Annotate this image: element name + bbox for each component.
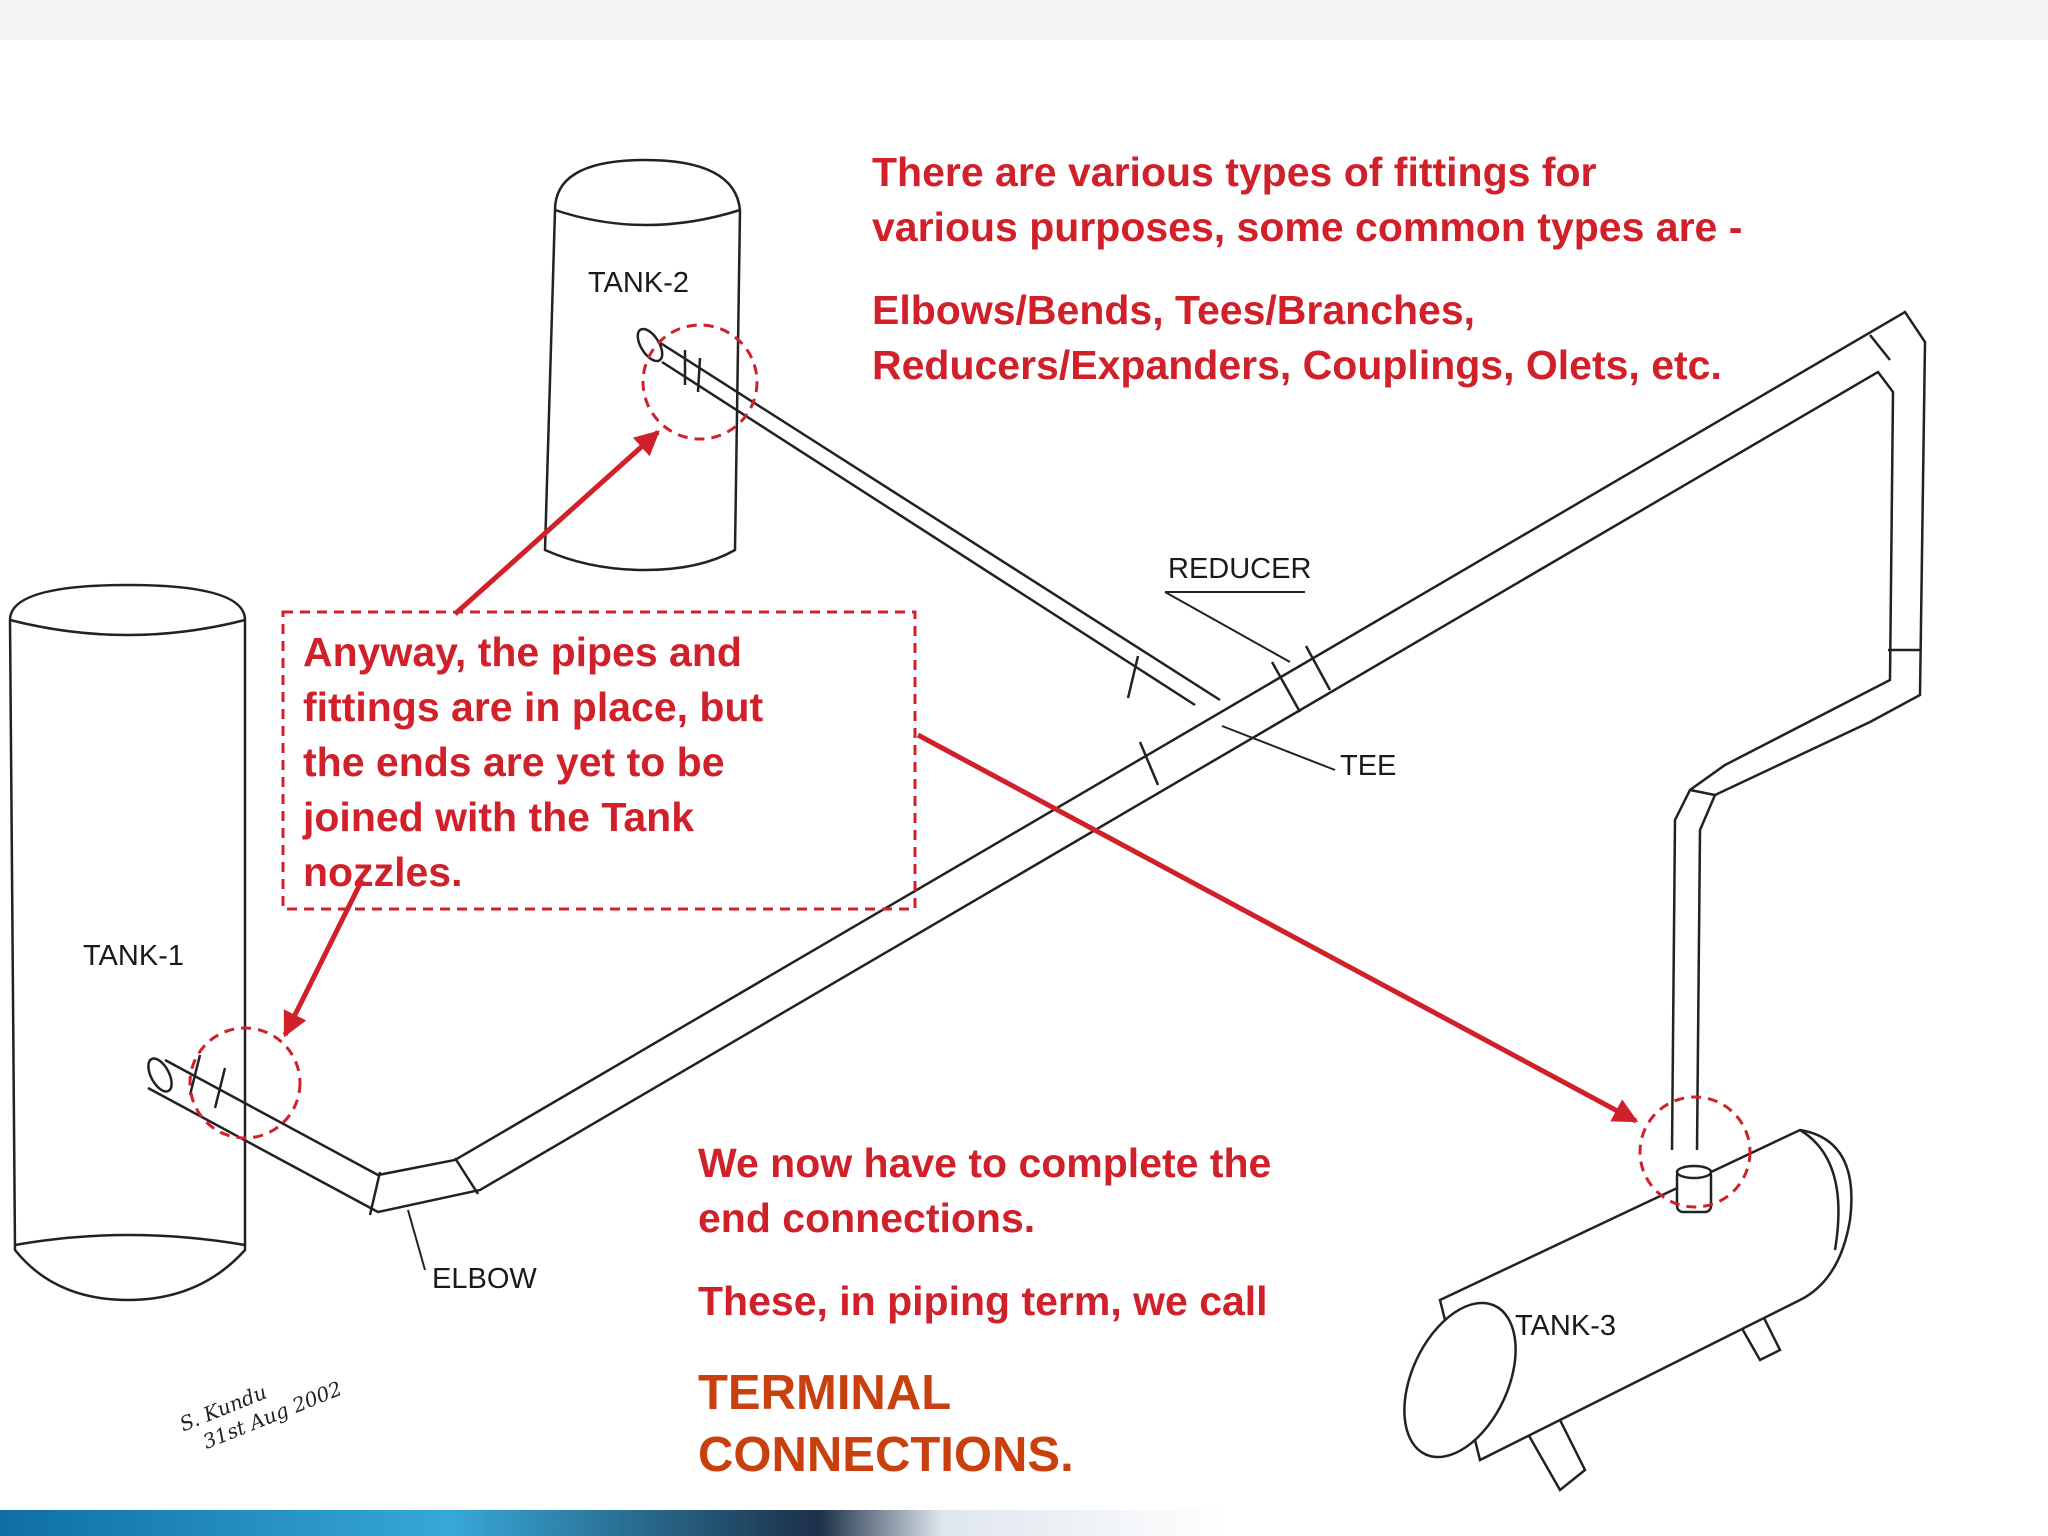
tank-3-label: TANK-3 <box>1515 1310 1616 1342</box>
terminal-connections-heading: TERMINAL CONNECTIONS. <box>698 1362 1218 1486</box>
heading-line-1: TERMINAL <box>698 1366 952 1420</box>
label-leaders <box>407 591 1336 1271</box>
pipe-route-main <box>147 310 1927 1216</box>
highlight-circle-tank3-nozzle <box>1638 1095 1752 1209</box>
tank-1 <box>8 583 247 1302</box>
ending-line-2: end connections. <box>698 1195 1036 1241</box>
elbow-label: ELBOW <box>432 1263 537 1295</box>
tee-label: TEE <box>1340 750 1396 782</box>
ending-line-3: These, in piping term, we call <box>698 1278 1268 1324</box>
tank-3 <box>1403 1128 1853 1492</box>
intro-line-1: There are various types of fittings for <box>872 149 1597 195</box>
arrow-to-tank1 <box>282 878 365 1038</box>
arrow-to-tank2 <box>453 430 660 616</box>
tank-2-label: TANK-2 <box>588 267 689 299</box>
callout-line-4: joined with the Tank <box>303 794 695 840</box>
intro-line-2: various purposes, some common types are … <box>872 204 1743 250</box>
arrow-to-tank3 <box>916 732 1639 1124</box>
callout-line-1: Anyway, the pipes and <box>303 629 742 675</box>
intro-text: There are various types of fittings for … <box>872 145 1892 393</box>
callout-line-2: fittings are in place, but <box>303 684 764 730</box>
ending-line-1: We now have to complete the <box>698 1140 1272 1186</box>
tank-2 <box>543 158 742 572</box>
tank-1-label: TANK-1 <box>83 940 184 972</box>
highlight-circle-tank2-nozzle <box>641 323 759 441</box>
callout-text: Anyway, the pipes and fittings are in pl… <box>303 625 903 900</box>
pipe-branch-tank2 <box>636 327 1221 707</box>
intro-line-3: Elbows/Bends, Tees/Branches, <box>872 287 1476 333</box>
ending-text: We now have to complete the end connecti… <box>698 1136 1418 1329</box>
callout-box <box>281 610 917 911</box>
callout-line-3: the ends are yet to be <box>303 739 725 785</box>
bottom-decor-bar <box>0 1510 2048 1536</box>
callout-line-5: nozzles. <box>303 849 463 895</box>
reducer-label: REDUCER <box>1168 553 1311 585</box>
intro-line-4: Reducers/Expanders, Couplings, Olets, et… <box>872 342 1722 388</box>
heading-line-2: CONNECTIONS. <box>698 1428 1074 1482</box>
highlight-circle-tank1-nozzle <box>188 1026 302 1140</box>
signature: S. Kundu 31st Aug 2002 <box>176 1376 345 1454</box>
top-bar <box>0 0 2048 40</box>
